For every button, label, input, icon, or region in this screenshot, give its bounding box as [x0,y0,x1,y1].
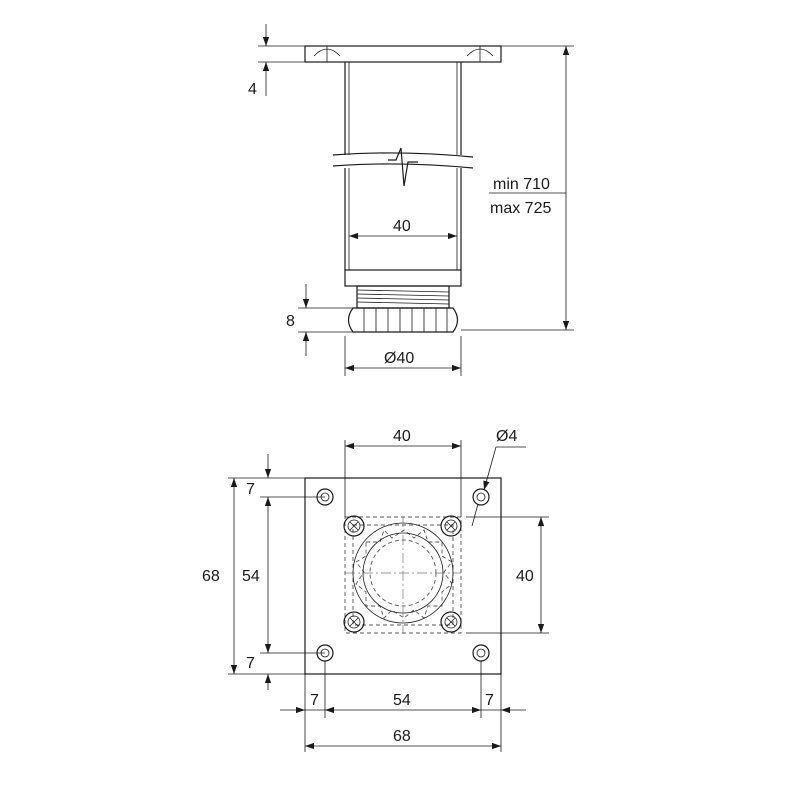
screw-top-left-icon [343,515,365,537]
gear-outline-hidden [355,529,453,619]
hole-diameter-label: Ø4 [496,428,517,445]
dim-plate-thickness: 4 [248,24,305,98]
height-min-label: min 710 [493,176,550,193]
dim-foot-height: 8 [286,284,353,356]
adjuster-thread [356,285,450,309]
left-overall-label: 68 [202,568,220,585]
leg-tube [332,62,474,287]
adjuster-foot [347,307,459,333]
dim-right-side: 40 [466,516,549,634]
screw-bottom-left-icon [343,611,365,633]
dim-top-spacing: 40 [344,428,462,517]
bottom-overall-label: 68 [393,728,411,745]
dim-hole-diameter: Ø4 [471,428,526,527]
dim-overall-height: min 710 max 725 [461,45,574,331]
mounting-plate [304,45,502,63]
left-spacing-label: 54 [242,568,260,585]
screw-top-right-icon [440,515,462,537]
side-view: 4 min 710 max 725 40 8 [248,24,574,376]
bottom-offset-left-label: 7 [310,692,319,709]
tube-width-label: 40 [393,218,411,235]
screw-bottom-right-icon [440,611,462,633]
mounting-hole-top-right [472,488,490,506]
foot-height-label: 8 [286,313,295,330]
bottom-offset-right-label: 7 [485,692,494,709]
left-offset-top-label: 7 [246,481,255,498]
mounting-hole-bottom-right [472,644,490,662]
dim-tube-width: 40 [349,218,457,240]
plate-thickness-label: 4 [248,81,257,98]
left-offset-bottom-label: 7 [246,655,255,672]
base-plate [304,477,502,675]
dim-bottom-side: 7 54 7 68 [280,661,526,752]
dim-left-side: 7 68 54 7 [202,454,325,690]
break-symbol-icon [388,147,418,187]
top-spacing-label: 40 [393,428,411,445]
dim-foot-diameter: Ø40 [344,336,462,376]
bottom-spacing-label: 54 [393,692,411,709]
foot-diameter-label: Ø40 [384,350,414,367]
height-max-label: max 725 [490,200,551,217]
top-view: 40 Ø4 7 68 54 7 40 [202,428,549,752]
right-spacing-label: 40 [516,568,534,585]
